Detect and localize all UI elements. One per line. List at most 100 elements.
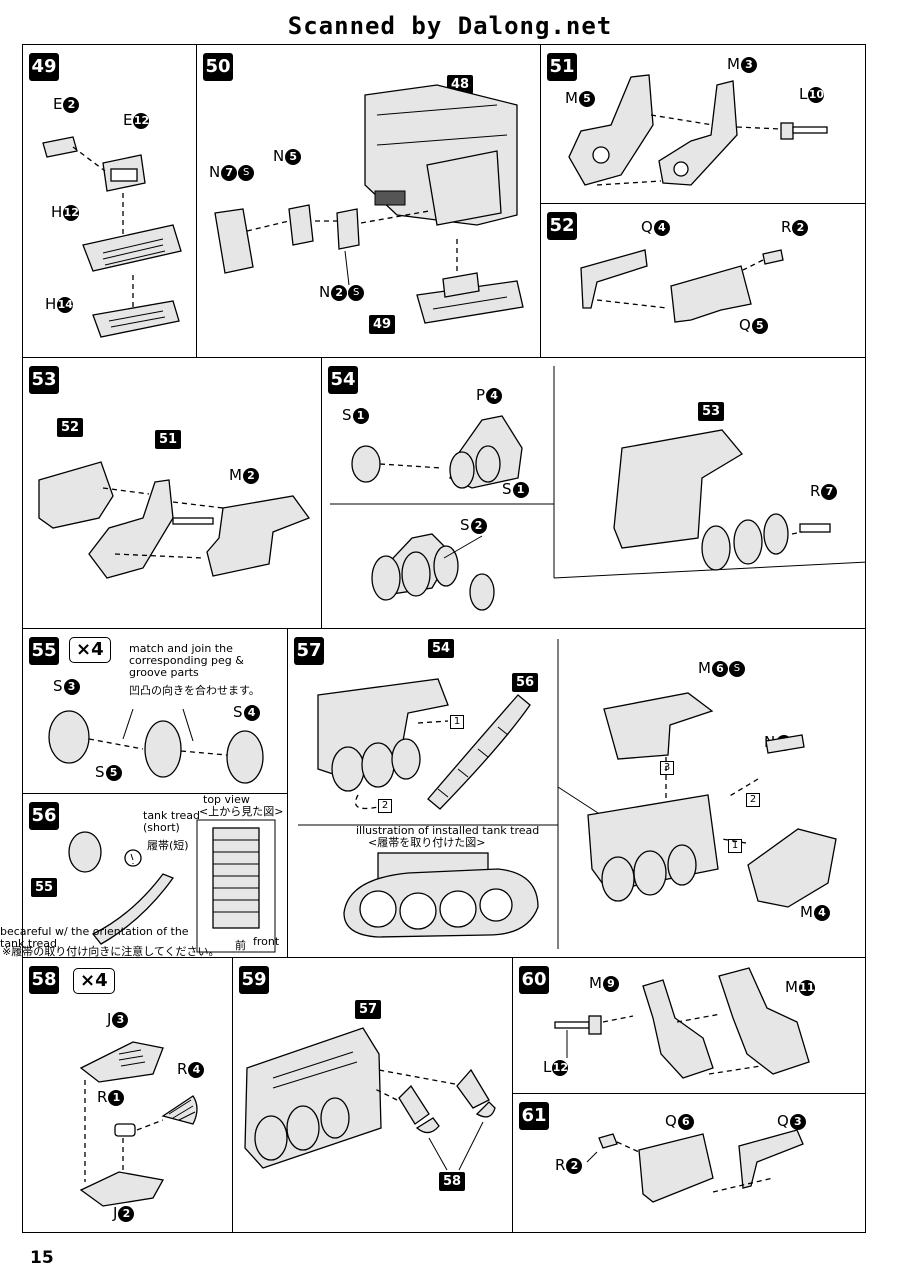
step-59-drawing [244,1027,496,1171]
ref-step-51: 51 [155,430,182,449]
sequence-number: 2 [378,799,392,813]
step-56-panel: 56 55 tank tread (short) 履帯(短) top view … [22,793,288,958]
step-49-drawing [42,136,182,338]
ref-step-49: 49 [369,315,396,334]
step-number: 56 [29,802,59,830]
step-number: 59 [239,966,269,994]
step-57-panel: 57 54 56 illustration of installed tank … [287,628,866,958]
ref-step-57: 57 [355,1000,382,1019]
sequence-number: 1 [450,715,464,729]
step-55-drawing [48,708,264,784]
step-number: 61 [519,1102,549,1130]
part-label: H14 [45,295,74,313]
part-label: H12 [51,203,80,221]
page-number: 15 [30,1248,54,1268]
step-60-drawing [554,967,810,1079]
step-54-drawing [330,366,865,611]
tread-label-japanese: 履帯(短) [147,839,189,852]
step-59-panel: 59 57 58 [232,957,513,1233]
illustration-caption-english: illustration of installed tank tread [356,824,540,837]
step-number: 54 [328,366,358,394]
topview-english: top view [203,793,250,806]
step-number: 51 [547,53,577,81]
step-57-drawing [298,639,837,949]
part-label: L12 [543,1058,569,1076]
tread-label-english: tank tread (short) [143,809,200,834]
quantity-marker: ×4 [69,637,111,663]
step-number: 50 [203,53,233,81]
tread-orientation-warning-english: becareful w/ the orientation of the tank… [0,925,189,950]
note-english: match and join the corresponding peg & g… [129,642,244,679]
front-english: front [253,935,280,948]
part-label: L10 [799,85,825,103]
step-53-drawing [38,461,311,579]
step-56-drawing [68,819,276,953]
ref-step-53: 53 [698,402,725,421]
step-number: 52 [547,212,577,240]
front-japanese: 前 [235,939,246,952]
step-number: 53 [29,366,59,394]
ref-step-54: 54 [428,639,455,658]
step-number: 60 [519,966,549,994]
note-japanese: 凹凸の向きを合わせます。 [129,684,260,697]
ref-step-56: 56 [512,673,539,692]
step-55-panel: 55 ×4 match and join the corresponding p… [22,628,288,794]
step-number: 55 [29,637,59,665]
step-number: 58 [29,966,59,994]
part-label: M11 [785,978,815,996]
tread-orientation-warning-japanese: ※履帯の取り付け向きに注意してください。 [2,945,220,958]
step-61-drawing [586,1129,804,1203]
step-50-drawing [214,84,524,324]
sequence-number: 1 [728,839,742,853]
step-51-drawing [568,74,828,186]
step-52-drawing [580,249,784,323]
scanner-credit: Scanned by Dalong.net [287,12,613,40]
ref-step-58: 58 [439,1172,466,1191]
sequence-number: 3 [660,761,674,775]
quantity-marker: ×4 [73,968,115,994]
step-58-drawing [79,1041,198,1207]
sequence-number: 2 [746,793,760,807]
topview-japanese: <上から見た図> [199,805,284,818]
ref-step-52: 52 [57,418,84,437]
step-number: 57 [294,637,324,665]
part-label: E12 [123,111,150,129]
